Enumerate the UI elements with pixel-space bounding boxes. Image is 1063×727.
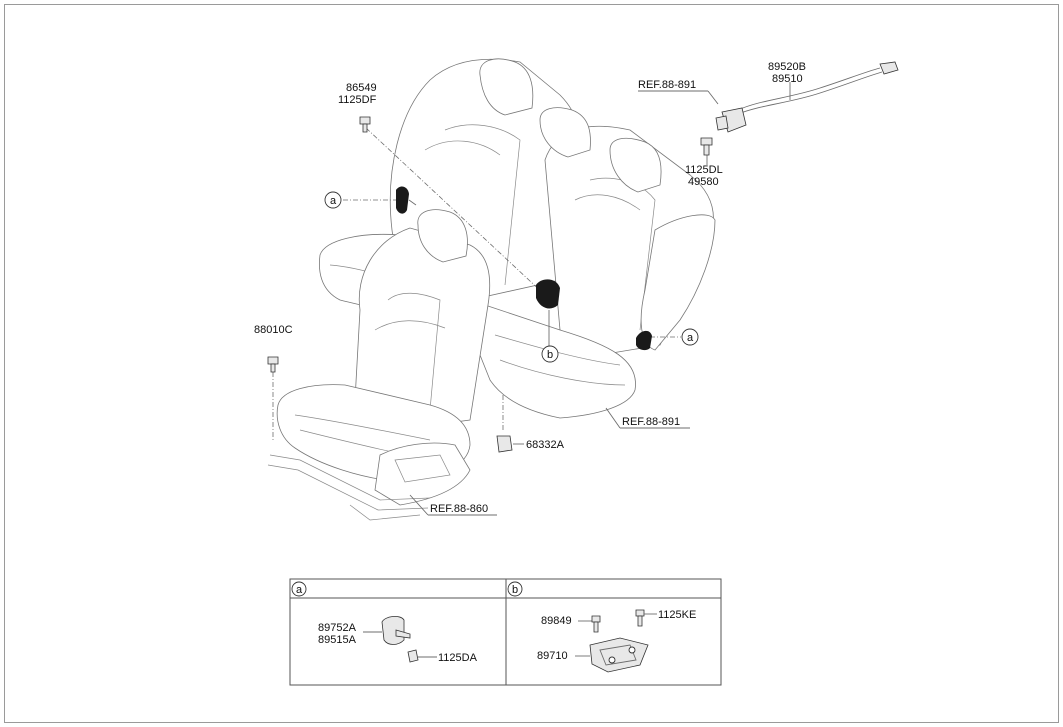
label-89515A: 89515A xyxy=(318,634,357,646)
bolt-88010C-icon xyxy=(267,356,279,365)
bolt-89849-icon xyxy=(591,615,601,623)
callout-b xyxy=(541,345,559,363)
label-89752A: 89752A xyxy=(318,622,357,634)
label-1125KE: 1125KE xyxy=(658,609,696,621)
clip-68332A-icon xyxy=(496,435,513,453)
latch-left-icon xyxy=(396,186,409,214)
callout-a-right xyxy=(681,328,699,346)
label-68332A: 68332A xyxy=(526,439,565,451)
callouts: a a b xyxy=(324,191,699,363)
detail-a: a 89752A 89515A 1125DA xyxy=(291,581,478,664)
bolt-86549-icon xyxy=(359,116,371,125)
label-ref-right: REF.88-891 xyxy=(622,416,680,428)
front-seat-illustration xyxy=(267,209,491,521)
bolt-1125KE-icon xyxy=(635,609,645,617)
detail-b-tag: b xyxy=(512,584,518,596)
latch-center-icon xyxy=(536,279,560,309)
latch-right-icon xyxy=(636,330,652,351)
label-1125DA: 1125DA xyxy=(438,652,478,664)
bracket-89752A-icon xyxy=(381,616,405,645)
latch-89710-icon xyxy=(589,637,649,673)
label-89520B: 89520B xyxy=(768,61,806,73)
parts xyxy=(267,61,899,453)
callout-a-right-text: a xyxy=(687,332,694,344)
detail-b: b 89849 1125KE 89710 xyxy=(507,581,696,673)
label-89710: 89710 xyxy=(537,650,568,662)
label-89849: 89849 xyxy=(541,615,572,627)
label-86549: 86549 xyxy=(346,82,377,94)
detail-a-tag: a xyxy=(296,584,303,596)
cable-89520B-icon xyxy=(737,67,881,111)
label-ref-bottom: REF.88-860 xyxy=(430,503,488,515)
diagram-frame xyxy=(4,4,1059,723)
label-ref-top: REF.88-891 xyxy=(638,79,696,91)
detail-boxes: a 89752A 89515A 1125DA b 89849 xyxy=(289,578,722,686)
callout-b-text: b xyxy=(547,349,553,361)
part-labels: 86549 1125DF REF.88-891 89520B 89510 112… xyxy=(254,61,806,515)
callout-a-left-text: a xyxy=(330,195,337,207)
bolt-1125DA-icon xyxy=(407,649,419,663)
bolt-1125DL-icon xyxy=(700,137,713,146)
leader-lines xyxy=(272,82,791,516)
label-1125DL: 1125DL xyxy=(685,164,723,176)
label-88010C: 88010C xyxy=(254,324,293,336)
callout-a-left xyxy=(324,191,342,209)
label-1125DF: 1125DF xyxy=(338,94,377,106)
label-49580: 49580 xyxy=(688,176,719,188)
label-89510: 89510 xyxy=(772,73,803,85)
